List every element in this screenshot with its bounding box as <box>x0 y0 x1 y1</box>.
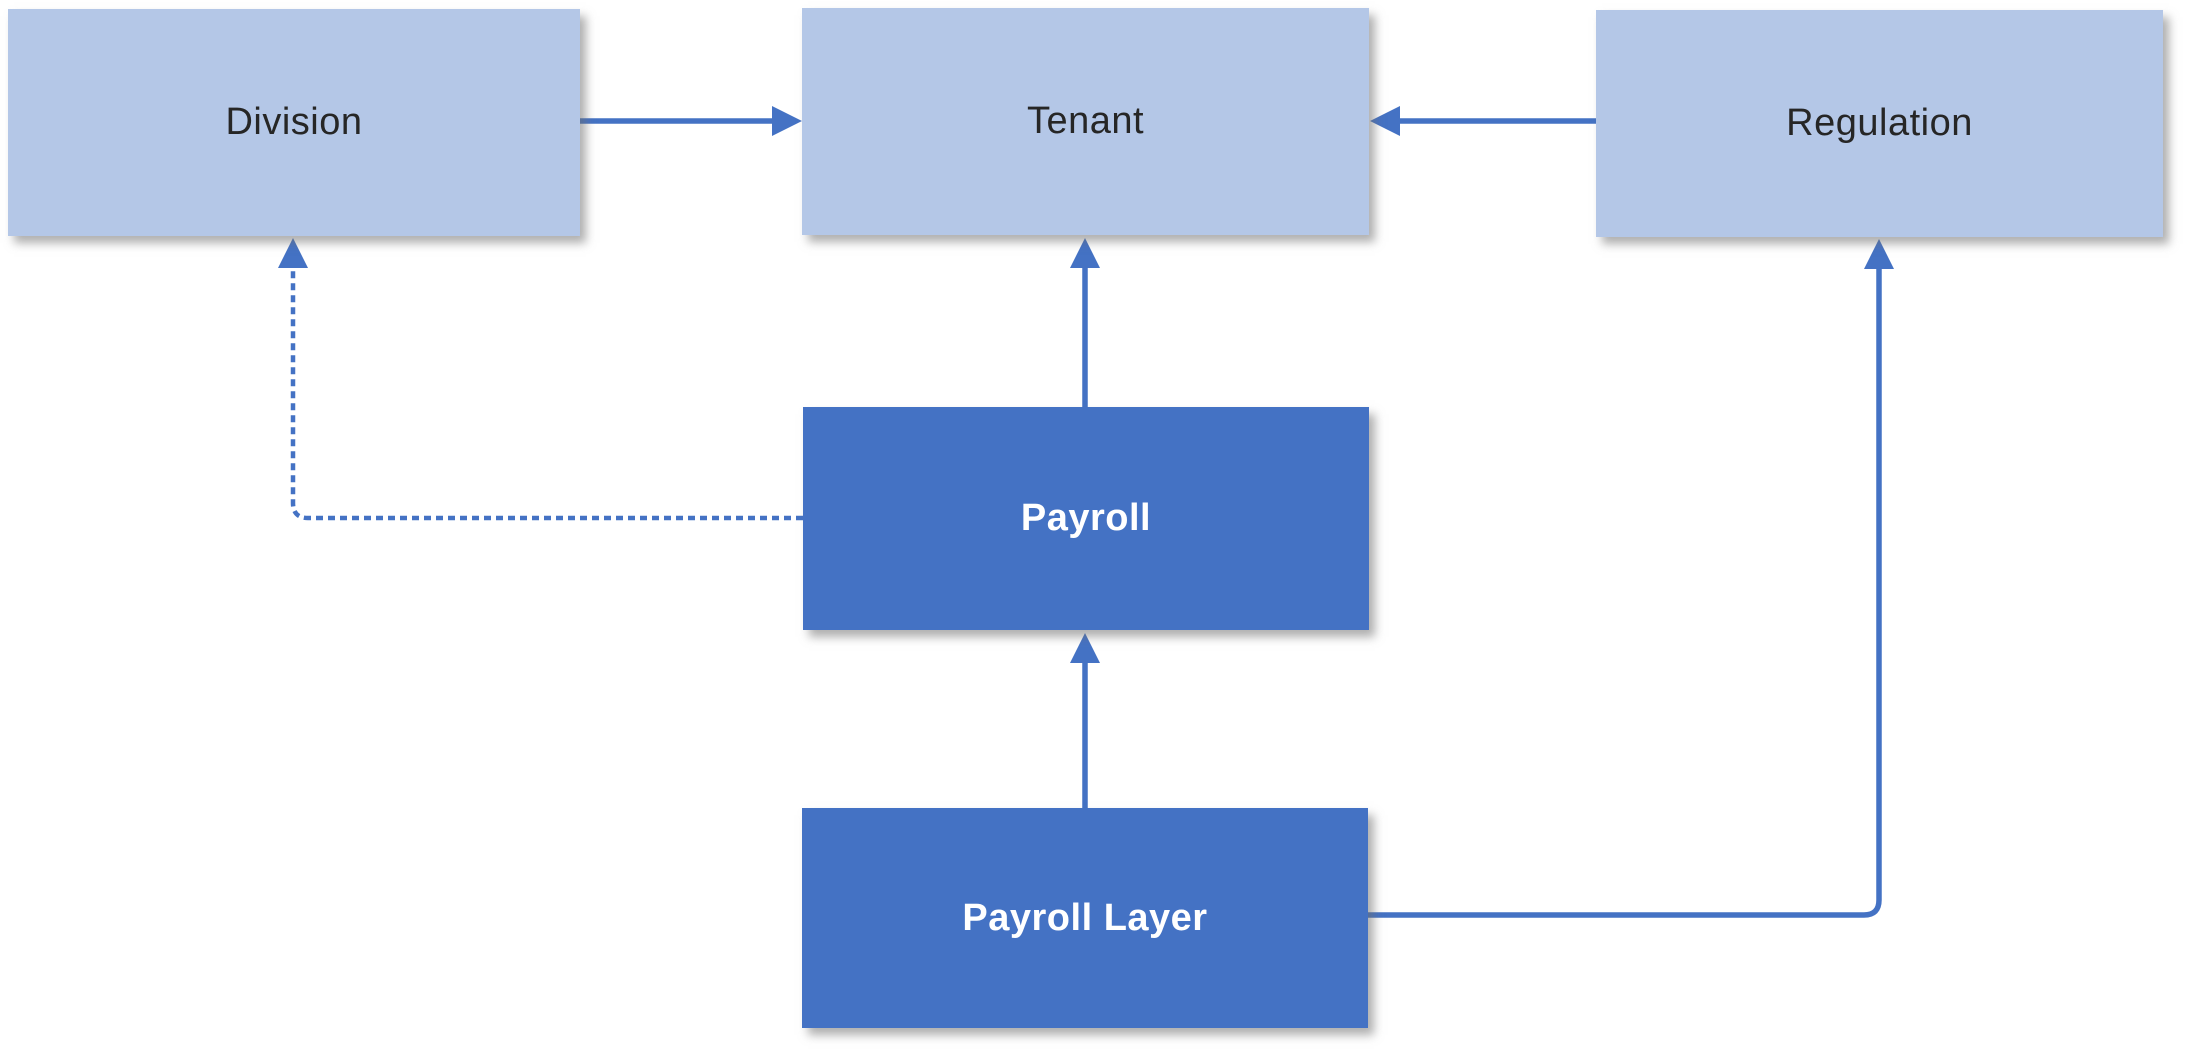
node-regulation: Regulation <box>1596 10 2163 237</box>
node-regulation-label: Regulation <box>1786 102 1973 144</box>
edge-payroll-layer-payroll-arrowhead-icon <box>1070 633 1100 663</box>
edge-payroll-division <box>278 238 803 521</box>
edge-regulation-tenant-arrowhead-icon <box>1370 106 1400 136</box>
edge-payroll-layer-regulation-line <box>1368 267 1882 918</box>
edge-payroll-tenant <box>1070 238 1100 407</box>
node-tenant: Tenant <box>802 8 1369 235</box>
edge-payroll-division-line <box>290 266 803 521</box>
node-tenant-label: Tenant <box>1026 100 1145 142</box>
node-division: Division <box>8 9 580 236</box>
node-payroll-label: Payroll <box>1020 497 1152 539</box>
node-payroll-layer: Payroll Layer <box>802 808 1368 1028</box>
node-payroll-layer-label: Payroll Layer <box>962 896 1208 939</box>
edge-payroll-layer-payroll <box>1070 633 1100 808</box>
node-division-label: Division <box>225 101 363 143</box>
edge-division-tenant <box>580 106 802 136</box>
edge-payroll-layer-regulation <box>1368 239 1894 918</box>
edge-payroll-tenant-arrowhead-icon <box>1070 238 1100 268</box>
node-payroll: Payroll <box>803 407 1369 630</box>
edge-regulation-tenant <box>1370 106 1596 136</box>
edge-payroll-division-arrowhead-icon <box>278 238 308 268</box>
edge-payroll-layer-regulation-arrowhead-icon <box>1864 239 1894 269</box>
edge-division-tenant-arrowhead-icon <box>772 106 802 136</box>
